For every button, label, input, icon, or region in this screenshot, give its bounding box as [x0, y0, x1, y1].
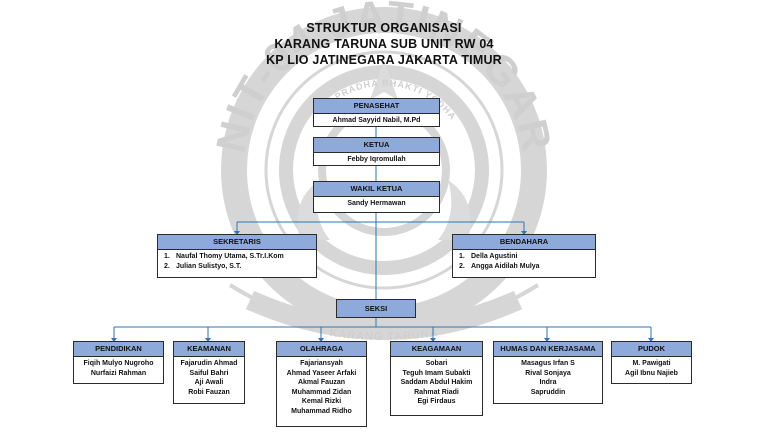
list-item: Agil Ibnu Najieb — [625, 369, 678, 377]
list-item: M. Pawigati — [632, 360, 671, 367]
ketua-title: KETUA — [314, 138, 439, 153]
penasehat-name: Ahmad Sayyid Nabil, M.Pd — [332, 117, 421, 124]
wakil-ketua-box: WAKIL KETUA Sandy Hermawan — [313, 181, 440, 213]
keagamaan-members: Sobari Teguh Imam Subakti Saddam Abdul H… — [391, 357, 482, 409]
list-item: 1.Naufal Thomy Utama, S.Tr.I.Kom — [164, 253, 284, 260]
list-item: Rival Sonjaya — [525, 369, 571, 377]
pendidikan-box: PENDIDIKAN Fiqih Mulyo Nugroho Nurfaizi … — [73, 341, 164, 384]
seksi-box: SEKSI — [336, 299, 416, 318]
pendidikan-members: Fiqih Mulyo Nugroho Nurfaizi Rahman — [74, 357, 163, 380]
list-item: Ahmad Yaseer Arfaki — [286, 369, 357, 377]
penasehat-box: PENASEHAT Ahmad Sayyid Nabil, M.Pd — [313, 98, 440, 127]
keamanan-box: KEAMANAN Fajarudin Ahmad Saiful Bahri Aj… — [173, 341, 245, 404]
list-item: Robi Fauzan — [188, 388, 230, 396]
list-item: Saddam Abdul Hakim — [400, 379, 473, 386]
olahraga-title: OLAHRAGA — [277, 342, 366, 357]
pudok-box: PUDOK M. Pawigati Agil Ibnu Najieb — [611, 341, 692, 384]
list-item: Fiqih Mulyo Nugroho — [83, 360, 154, 367]
pendidikan-title: PENDIDIKAN — [74, 342, 163, 357]
keagamaan-box: KEAGAMAAN Sobari Teguh Imam Subakti Sadd… — [390, 341, 483, 416]
list-item: Fajariansyah — [300, 360, 343, 367]
olahraga-members: Fajariansyah Ahmad Yaseer Arfaki Akmal F… — [277, 357, 366, 418]
pudok-members: M. Pawigati Agil Ibnu Najieb — [612, 357, 691, 380]
wakil-ketua-title: WAKIL KETUA — [314, 182, 439, 197]
list-item: 2.Angga Aidilah Mulya — [459, 262, 540, 270]
watermark-bottom-text: KARANG TARUNA — [329, 327, 438, 343]
wakil-ketua-name: Sandy Hermawan — [347, 200, 406, 207]
list-item: Muhammad Ridho — [291, 407, 352, 415]
sekretaris-box: SEKRETARIS 1.Naufal Thomy Utama, S.Tr.I.… — [157, 234, 317, 278]
list-item: Rahmat Riadi — [414, 388, 459, 396]
pudok-title: PUDOK — [612, 342, 691, 357]
title-line-2: KARANG TARUNA SUB UNIT RW 04 — [274, 37, 494, 51]
list-item: Sobari — [425, 360, 448, 367]
title-line-1: STRUKTUR ORGANISASI — [306, 21, 462, 35]
keamanan-title: KEAMANAN — [174, 342, 244, 357]
list-item: 1.Della Agustini — [459, 253, 518, 260]
list-item: Fajarudin Ahmad — [180, 360, 238, 367]
list-item: Saiful Bahri — [189, 369, 229, 377]
list-item: Muhammad Zidan — [291, 388, 352, 396]
seksi-title: SEKSI — [337, 300, 415, 317]
list-item: Egi Firdaus — [417, 398, 456, 405]
olahraga-box: OLAHRAGA Fajariansyah Ahmad Yaseer Arfak… — [276, 341, 367, 427]
ketua-box: KETUA Febby Iqromullah — [313, 137, 440, 166]
list-item: Aji Awali — [194, 379, 224, 386]
humas-kerjasama-box: HUMAS DAN KERJASAMA Masagus Irfan S Riva… — [493, 341, 603, 404]
keagamaan-title: KEAGAMAAN — [391, 342, 482, 357]
humas-kerjasama-title: HUMAS DAN KERJASAMA — [494, 342, 602, 357]
penasehat-title: PENASEHAT — [314, 99, 439, 114]
list-item: Indra — [539, 379, 557, 386]
list-item: Sapruddin — [530, 388, 566, 396]
svg-text:KARANG TARUNA: KARANG TARUNA — [329, 327, 439, 343]
list-item: Nurfaizi Rahman — [90, 369, 147, 377]
bendahara-members: 1.Della Agustini 2.Angga Aidilah Mulya — [453, 250, 595, 273]
list-item: Kemal Rizki — [301, 398, 342, 405]
list-item: Masagus Irfan S — [521, 360, 575, 367]
list-item: Teguh Imam Subakti — [402, 369, 471, 377]
list-item: 2.Julian Sulistyo, S.T. — [164, 262, 242, 270]
bendahara-box: BENDAHARA 1.Della Agustini 2.Angga Aidil… — [452, 234, 596, 278]
title-line-3: KP LIO JATINEGARA JAKARTA TIMUR — [266, 53, 502, 67]
ketua-name: Febby Iqromullah — [347, 156, 406, 163]
list-item: Akmal Fauzan — [297, 379, 346, 386]
bendahara-title: BENDAHARA — [453, 235, 595, 250]
keamanan-members: Fajarudin Ahmad Saiful Bahri Aji Awali R… — [174, 357, 244, 399]
sekretaris-members: 1.Naufal Thomy Utama, S.Tr.I.Kom 2.Julia… — [158, 250, 316, 273]
sekretaris-title: SEKRETARIS — [158, 235, 316, 250]
humas-kerjasama-members: Masagus Irfan S Rival Sonjaya Indra Sapr… — [494, 357, 602, 399]
